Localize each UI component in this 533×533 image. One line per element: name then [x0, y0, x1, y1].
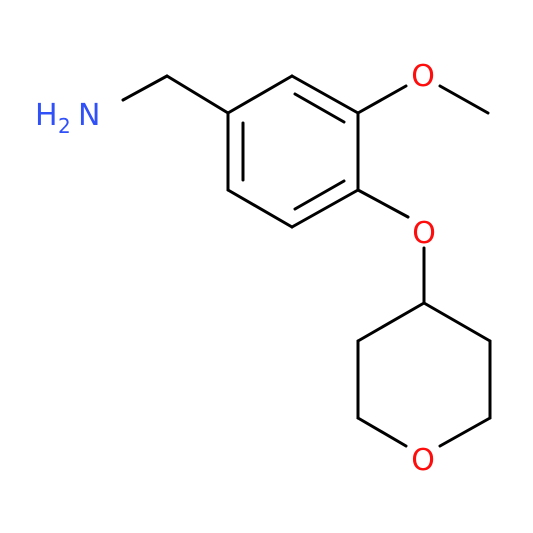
bond-c4-c5 [290, 188, 360, 229]
bond-c2-c3-inner [293, 92, 346, 124]
bond-c2-c3 [290, 74, 360, 115]
amine-h-label: H [35, 98, 58, 133]
atom-labels: H 2 N O O O [35, 59, 436, 478]
methoxy-oxygen-label: O [411, 59, 435, 94]
bond-c1-c2 [226, 74, 294, 115]
bond-c3-o-methoxy [356, 84, 408, 115]
bond-n-ch2 [121, 74, 169, 102]
bond-thp-c2-o [356, 416, 408, 448]
bonds [121, 74, 492, 448]
bond-ch2-c1 [165, 74, 230, 115]
amine-subscript-label: 2 [58, 114, 71, 138]
ring-oxygen-label: O [411, 443, 435, 478]
bond-thp-c4-c3 [356, 301, 426, 343]
bond-c4-c5-inner [293, 179, 346, 211]
ether-oxygen-label: O [412, 216, 436, 251]
bond-c5-c6 [226, 188, 294, 229]
bond-o-ch3 [438, 84, 490, 115]
bond-c4-o-ether [356, 188, 410, 219]
amine-n-label: N [78, 98, 100, 133]
bond-thp-c5-c4 [422, 301, 492, 343]
bond-thp-o-c6 [438, 416, 492, 448]
